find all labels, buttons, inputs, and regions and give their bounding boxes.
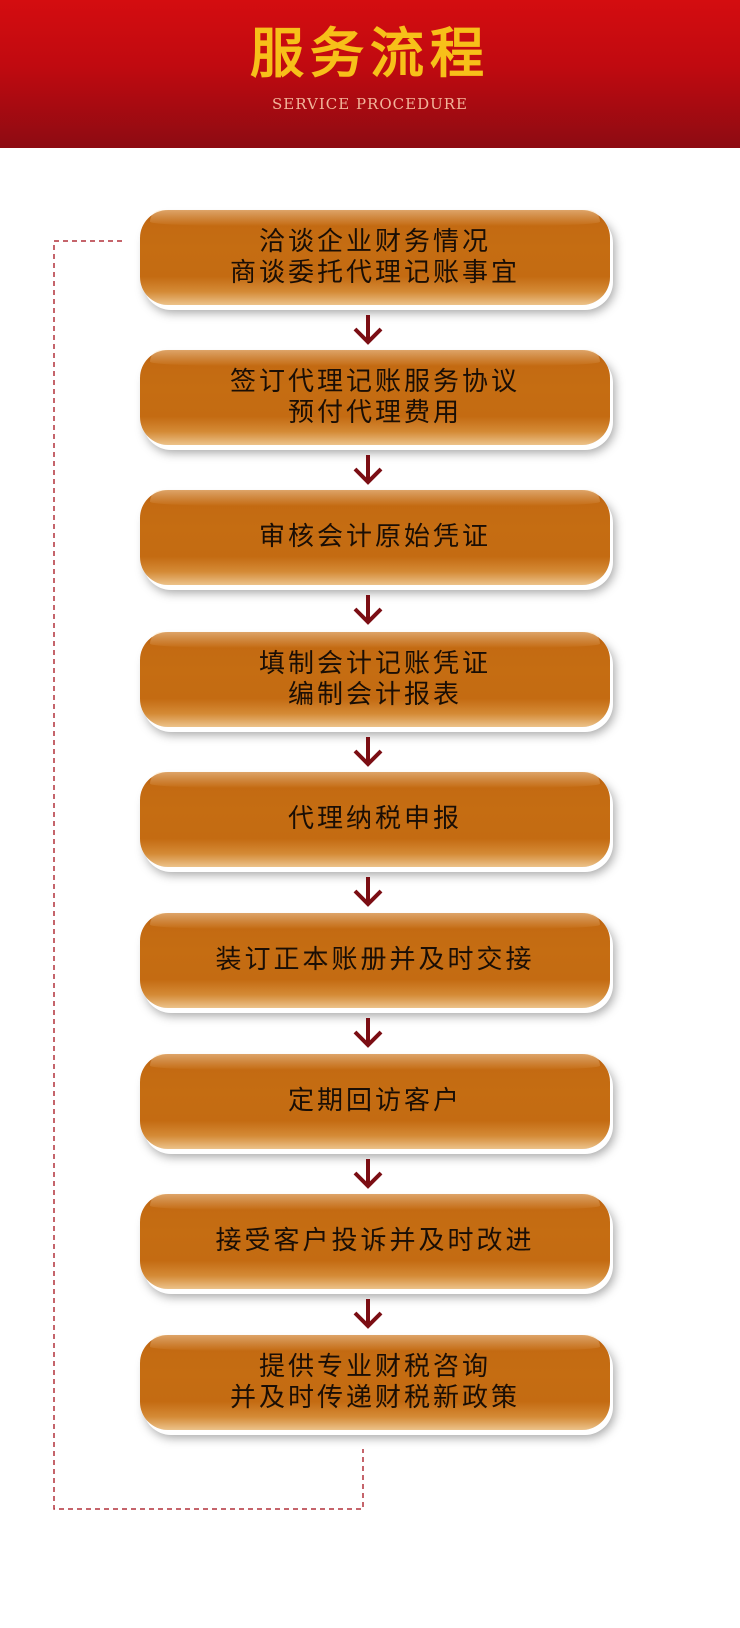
step-5-line-1: 代理纳税申报 — [287, 804, 462, 834]
step-7-line-1: 定期回访客户 — [287, 1086, 462, 1116]
step-1-consultation: 洽谈企业财务情况 商谈委托代理记账事宜 — [140, 210, 610, 305]
arrow-down-icon — [353, 595, 383, 625]
step-9-line-2: 并及时传递财税新政策 — [229, 1382, 520, 1413]
header-banner: 服务流程 SERVICE PROCEDURE — [0, 0, 740, 148]
step-4-line-1: 填制会计记账凭证 — [258, 648, 491, 679]
step-1-line-2: 商谈委托代理记账事宜 — [229, 257, 520, 288]
arrow-down-icon — [353, 315, 383, 345]
step-2-line-1: 签订代理记账服务协议 — [229, 366, 520, 397]
step-1-line-1: 洽谈企业财务情况 — [258, 226, 491, 257]
step-5-tax-filing: 代理纳税申报 — [140, 772, 610, 867]
arrow-down-icon — [353, 877, 383, 907]
arrow-down-icon — [353, 1299, 383, 1329]
step-9-tax-consulting: 提供专业财税咨询 并及时传递财税新政策 — [140, 1335, 610, 1430]
step-3-review-vouchers: 审核会计原始凭证 — [140, 490, 610, 585]
step-2-sign-agreement: 签订代理记账服务协议 预付代理费用 — [140, 350, 610, 445]
step-3-line-1: 审核会计原始凭证 — [258, 522, 491, 552]
step-8-line-1: 接受客户投诉并及时改进 — [215, 1226, 535, 1256]
arrow-down-icon — [353, 1159, 383, 1189]
step-6-line-1: 装订正本账册并及时交接 — [215, 945, 535, 975]
page-title: 服务流程 — [250, 22, 490, 85]
page-subtitle: SERVICE PROCEDURE — [272, 95, 468, 113]
arrow-down-icon — [353, 455, 383, 485]
step-4-line-2: 编制会计报表 — [287, 679, 462, 710]
step-7-follow-up-visits: 定期回访客户 — [140, 1054, 610, 1149]
step-4-prepare-reports: 填制会计记账凭证 编制会计报表 — [140, 632, 610, 727]
arrow-down-icon — [353, 1018, 383, 1048]
step-2-line-2: 预付代理费用 — [287, 397, 462, 428]
step-6-bind-ledgers: 装订正本账册并及时交接 — [140, 913, 610, 1008]
arrow-down-icon — [353, 737, 383, 767]
step-8-handle-complaints: 接受客户投诉并及时改进 — [140, 1194, 610, 1289]
step-9-line-1: 提供专业财税咨询 — [258, 1351, 491, 1382]
